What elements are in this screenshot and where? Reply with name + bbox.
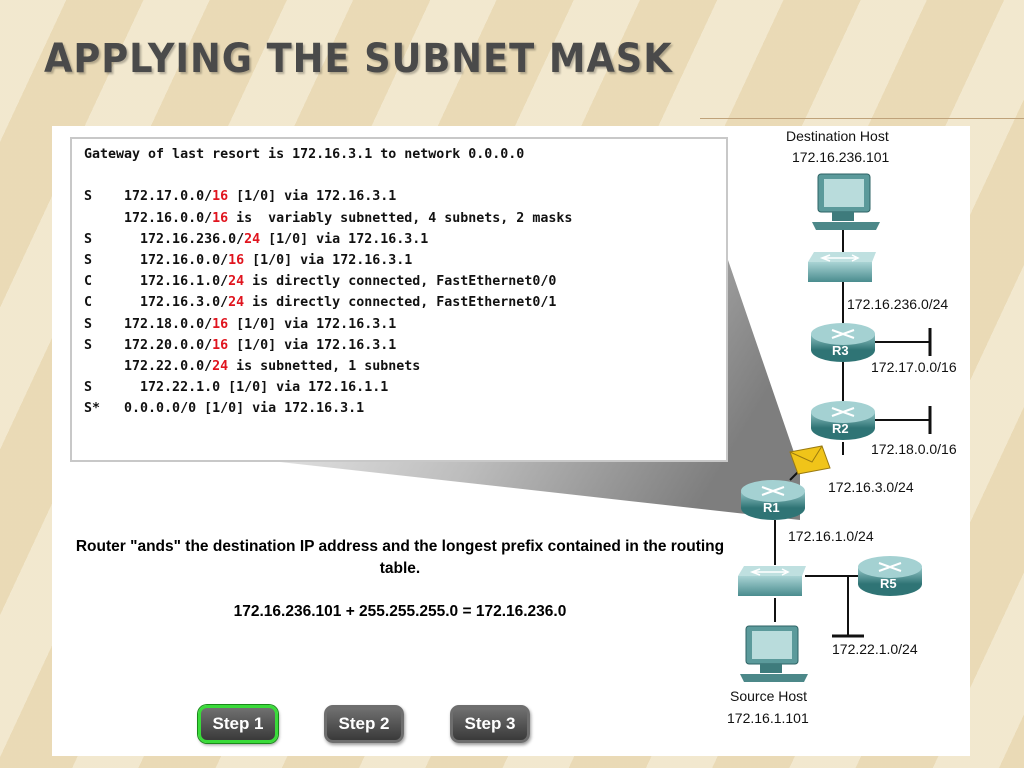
prefix-length: 16 <box>212 337 229 353</box>
routing-table-line: 172.16.0.0/16 is variably subnetted, 4 s… <box>84 208 726 229</box>
routing-table-output: Gateway of last resort is 172.16.3.1 to … <box>70 137 728 462</box>
prefix-length: 16 <box>228 252 245 268</box>
routing-line-text: C 172.16.1.0/ <box>84 274 229 290</box>
routing-table-line: S 172.16.0.0/16 [1/0] via 172.16.3.1 <box>84 250 726 271</box>
destination-host-label: Destination Host <box>786 128 889 144</box>
routing-line-text: S 172.22.1.0 [1/0] via 172.16.1.1 <box>84 380 389 396</box>
network-label-172-22-1: 172.22.1.0/24 <box>832 641 918 657</box>
routing-line-text: S 172.17.0.0/ <box>84 189 213 205</box>
explanation-text: Router "ands" the destination IP address… <box>75 538 725 577</box>
destination-host-ip: 172.16.236.101 <box>792 149 890 165</box>
routing-line-text: [1/0] via 172.16.3.1 <box>244 252 413 268</box>
network-label-172-16-3: 172.16.3.0/24 <box>828 479 914 495</box>
prefix-length: 16 <box>212 210 229 226</box>
routing-table-line <box>84 165 726 186</box>
title-divider <box>700 118 1024 119</box>
routing-line-text: [1/0] via 172.16.3.1 <box>228 189 397 205</box>
routing-line-text: S 172.16.236.0/ <box>84 231 245 247</box>
prefix-length: 24 <box>244 231 261 247</box>
router-r1-icon <box>741 480 805 520</box>
network-label-172-16-236: 172.16.236.0/24 <box>847 296 949 312</box>
router-r3-label: R3 <box>832 343 849 358</box>
routing-line-text: 172.16.0.0/ <box>84 210 213 226</box>
prefix-length: 24 <box>228 295 245 311</box>
routing-line-text: C 172.16.3.0/ <box>84 295 229 311</box>
and-equation: 172.16.236.101 + 255.255.255.0 = 172.16.… <box>233 603 567 620</box>
router-r5-label: R5 <box>880 576 897 591</box>
step-3-button[interactable]: Step 3 <box>450 705 530 743</box>
routing-table-line: S 172.22.1.0 [1/0] via 172.16.1.1 <box>84 377 726 398</box>
routing-table-line: C 172.16.1.0/24 is directly connected, F… <box>84 271 726 292</box>
router-r1-label: R1 <box>763 500 780 515</box>
router-r2-icon <box>811 401 875 440</box>
routing-line-text: S 172.18.0.0/ <box>84 316 213 332</box>
source-switch-icon <box>738 566 806 596</box>
routing-table-line: S 172.20.0.0/16 [1/0] via 172.16.3.1 <box>84 335 726 356</box>
router-r3-icon <box>811 323 875 362</box>
connection-lines <box>774 228 932 638</box>
routing-line-text: Gateway of last resort is 172.16.3.1 to … <box>84 147 525 162</box>
routing-line-text: [1/0] via 172.16.3.1 <box>228 316 397 332</box>
destination-switch-icon <box>808 252 876 282</box>
routing-line-text: is directly connected, FastEthernet0/1 <box>244 295 557 311</box>
routing-line-text: S* 0.0.0.0/0 [1/0] via 172.16.3.1 <box>84 401 365 417</box>
slide-title: APPLYING THE SUBNET MASK <box>44 36 673 82</box>
prefix-length: 16 <box>212 189 229 205</box>
routing-table-line: Gateway of last resort is 172.16.3.1 to … <box>84 144 726 165</box>
routing-line-text: [1/0] via 172.16.3.1 <box>228 337 397 353</box>
routing-table-line: S* 0.0.0.0/0 [1/0] via 172.16.3.1 <box>84 398 726 419</box>
source-host-icon <box>740 625 808 682</box>
router-r5-icon <box>858 556 922 596</box>
packet-envelope-icon <box>789 445 831 475</box>
routing-line-text: is directly connected, FastEthernet0/0 <box>244 274 557 290</box>
prefix-length: 16 <box>212 316 229 332</box>
routing-line-text: 172.22.0.0/ <box>84 358 213 374</box>
network-label-172-17: 172.17.0.0/16 <box>871 359 957 375</box>
source-host-label: Source Host <box>730 688 808 704</box>
routing-table-line: S 172.18.0.0/16 [1/0] via 172.16.3.1 <box>84 314 726 335</box>
source-host-ip: 172.16.1.101 <box>727 710 809 726</box>
routing-table-line: S 172.17.0.0/16 [1/0] via 172.16.3.1 <box>84 186 726 207</box>
routing-line-text: is variably subnetted, 4 subnets, 2 mask… <box>228 210 573 226</box>
network-label-172-16-1: 172.16.1.0/24 <box>788 528 874 544</box>
routing-line-text: S 172.20.0.0/ <box>84 337 213 353</box>
routing-line-text: S 172.16.0.0/ <box>84 252 229 268</box>
step-2-button[interactable]: Step 2 <box>324 705 404 743</box>
prefix-length: 24 <box>212 358 229 374</box>
routing-line-text: [1/0] via 172.16.3.1 <box>260 231 429 247</box>
routing-table-line: 172.22.0.0/24 is subnetted, 1 subnets <box>84 356 726 377</box>
routing-table-line: S 172.16.236.0/24 [1/0] via 172.16.3.1 <box>84 229 726 250</box>
routing-line-text: is subnetted, 1 subnets <box>228 358 421 374</box>
step-1-button[interactable]: Step 1 <box>198 705 278 743</box>
prefix-length: 24 <box>228 274 245 290</box>
routing-table-line: C 172.16.3.0/24 is directly connected, F… <box>84 292 726 313</box>
router-r2-label: R2 <box>832 421 849 436</box>
destination-host-icon <box>812 173 880 230</box>
network-label-172-18: 172.18.0.0/16 <box>871 441 957 457</box>
